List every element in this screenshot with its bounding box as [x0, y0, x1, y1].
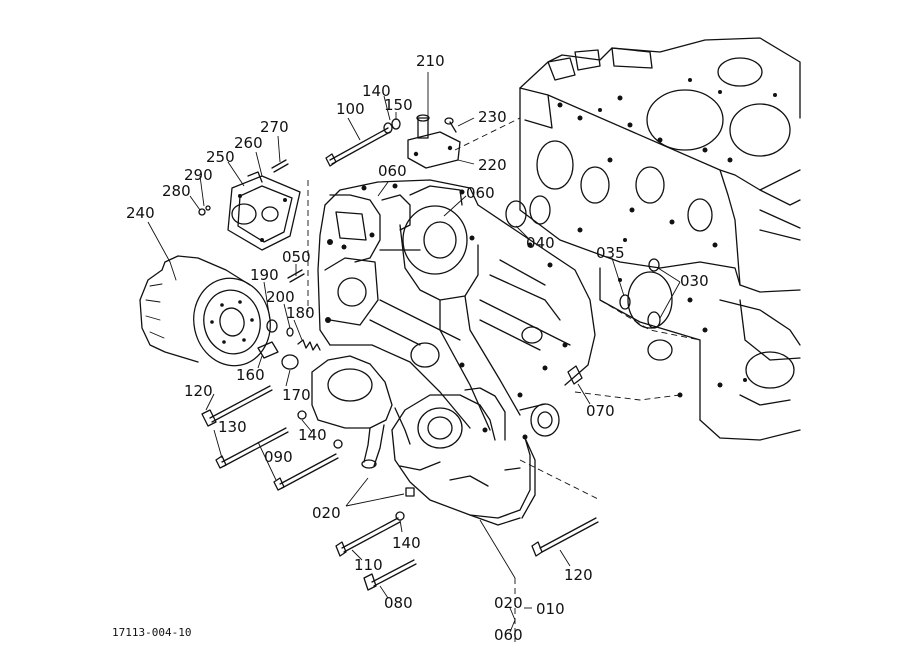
water-pump: [311, 355, 560, 469]
part-label-130: 130: [218, 418, 247, 436]
part-label-060-pump: 060: [466, 184, 495, 202]
part-label-100: 100: [336, 100, 365, 118]
part-labels: 210 140 150 100 230 270 260 250 220 290 …: [126, 52, 709, 644]
part-label-010: 010: [536, 600, 565, 618]
part-label-035: 035: [596, 244, 625, 262]
leader-lines: [147, 72, 681, 633]
part-label-020-lower: 020: [494, 594, 523, 612]
drawing-number: 17113-004-10: [112, 626, 191, 639]
part-label-090: 090: [264, 448, 293, 466]
part-label-120-upper: 120: [184, 382, 213, 400]
part-label-220: 220: [478, 156, 507, 174]
part-label-250: 250: [206, 148, 235, 166]
part-label-240: 240: [126, 204, 155, 222]
part-label-270: 270: [260, 118, 289, 136]
part-label-050: 050: [282, 248, 311, 266]
part-label-020-mid: 020: [312, 504, 341, 522]
part-label-210: 210: [416, 52, 445, 70]
part-label-140-mid: 140: [298, 426, 327, 444]
gear-case: [317, 179, 596, 441]
part-label-060-upper: 060: [378, 162, 407, 180]
part-label-260: 260: [234, 134, 263, 152]
part-label-290: 290: [184, 166, 213, 184]
part-label-140: 140: [362, 82, 391, 100]
part-label-120-lower: 120: [564, 566, 593, 584]
part-label-070: 070: [586, 402, 615, 420]
part-label-190: 190: [250, 266, 279, 284]
part-label-080: 080: [384, 594, 413, 612]
part-label-150: 150: [384, 96, 413, 114]
part-label-060-lower: 060: [494, 626, 523, 644]
part-label-170: 170: [282, 386, 311, 404]
part-label-200: 200: [266, 288, 295, 306]
assembly-lines: [307, 117, 701, 642]
part-label-280: 280: [162, 182, 191, 200]
part-label-230: 230: [478, 108, 507, 126]
part-label-140-lower: 140: [392, 534, 421, 552]
part-label-110: 110: [354, 556, 383, 574]
filter-bracket: [227, 171, 301, 251]
bolts: [201, 127, 599, 591]
part-label-030: 030: [680, 272, 709, 290]
gear-case-cover: [391, 394, 536, 526]
part-label-160: 160: [236, 366, 265, 384]
part-label-040: 040: [526, 234, 555, 252]
engine-block: [519, 37, 801, 441]
small-fittings: [198, 117, 661, 521]
part-label-180: 180: [286, 304, 315, 322]
